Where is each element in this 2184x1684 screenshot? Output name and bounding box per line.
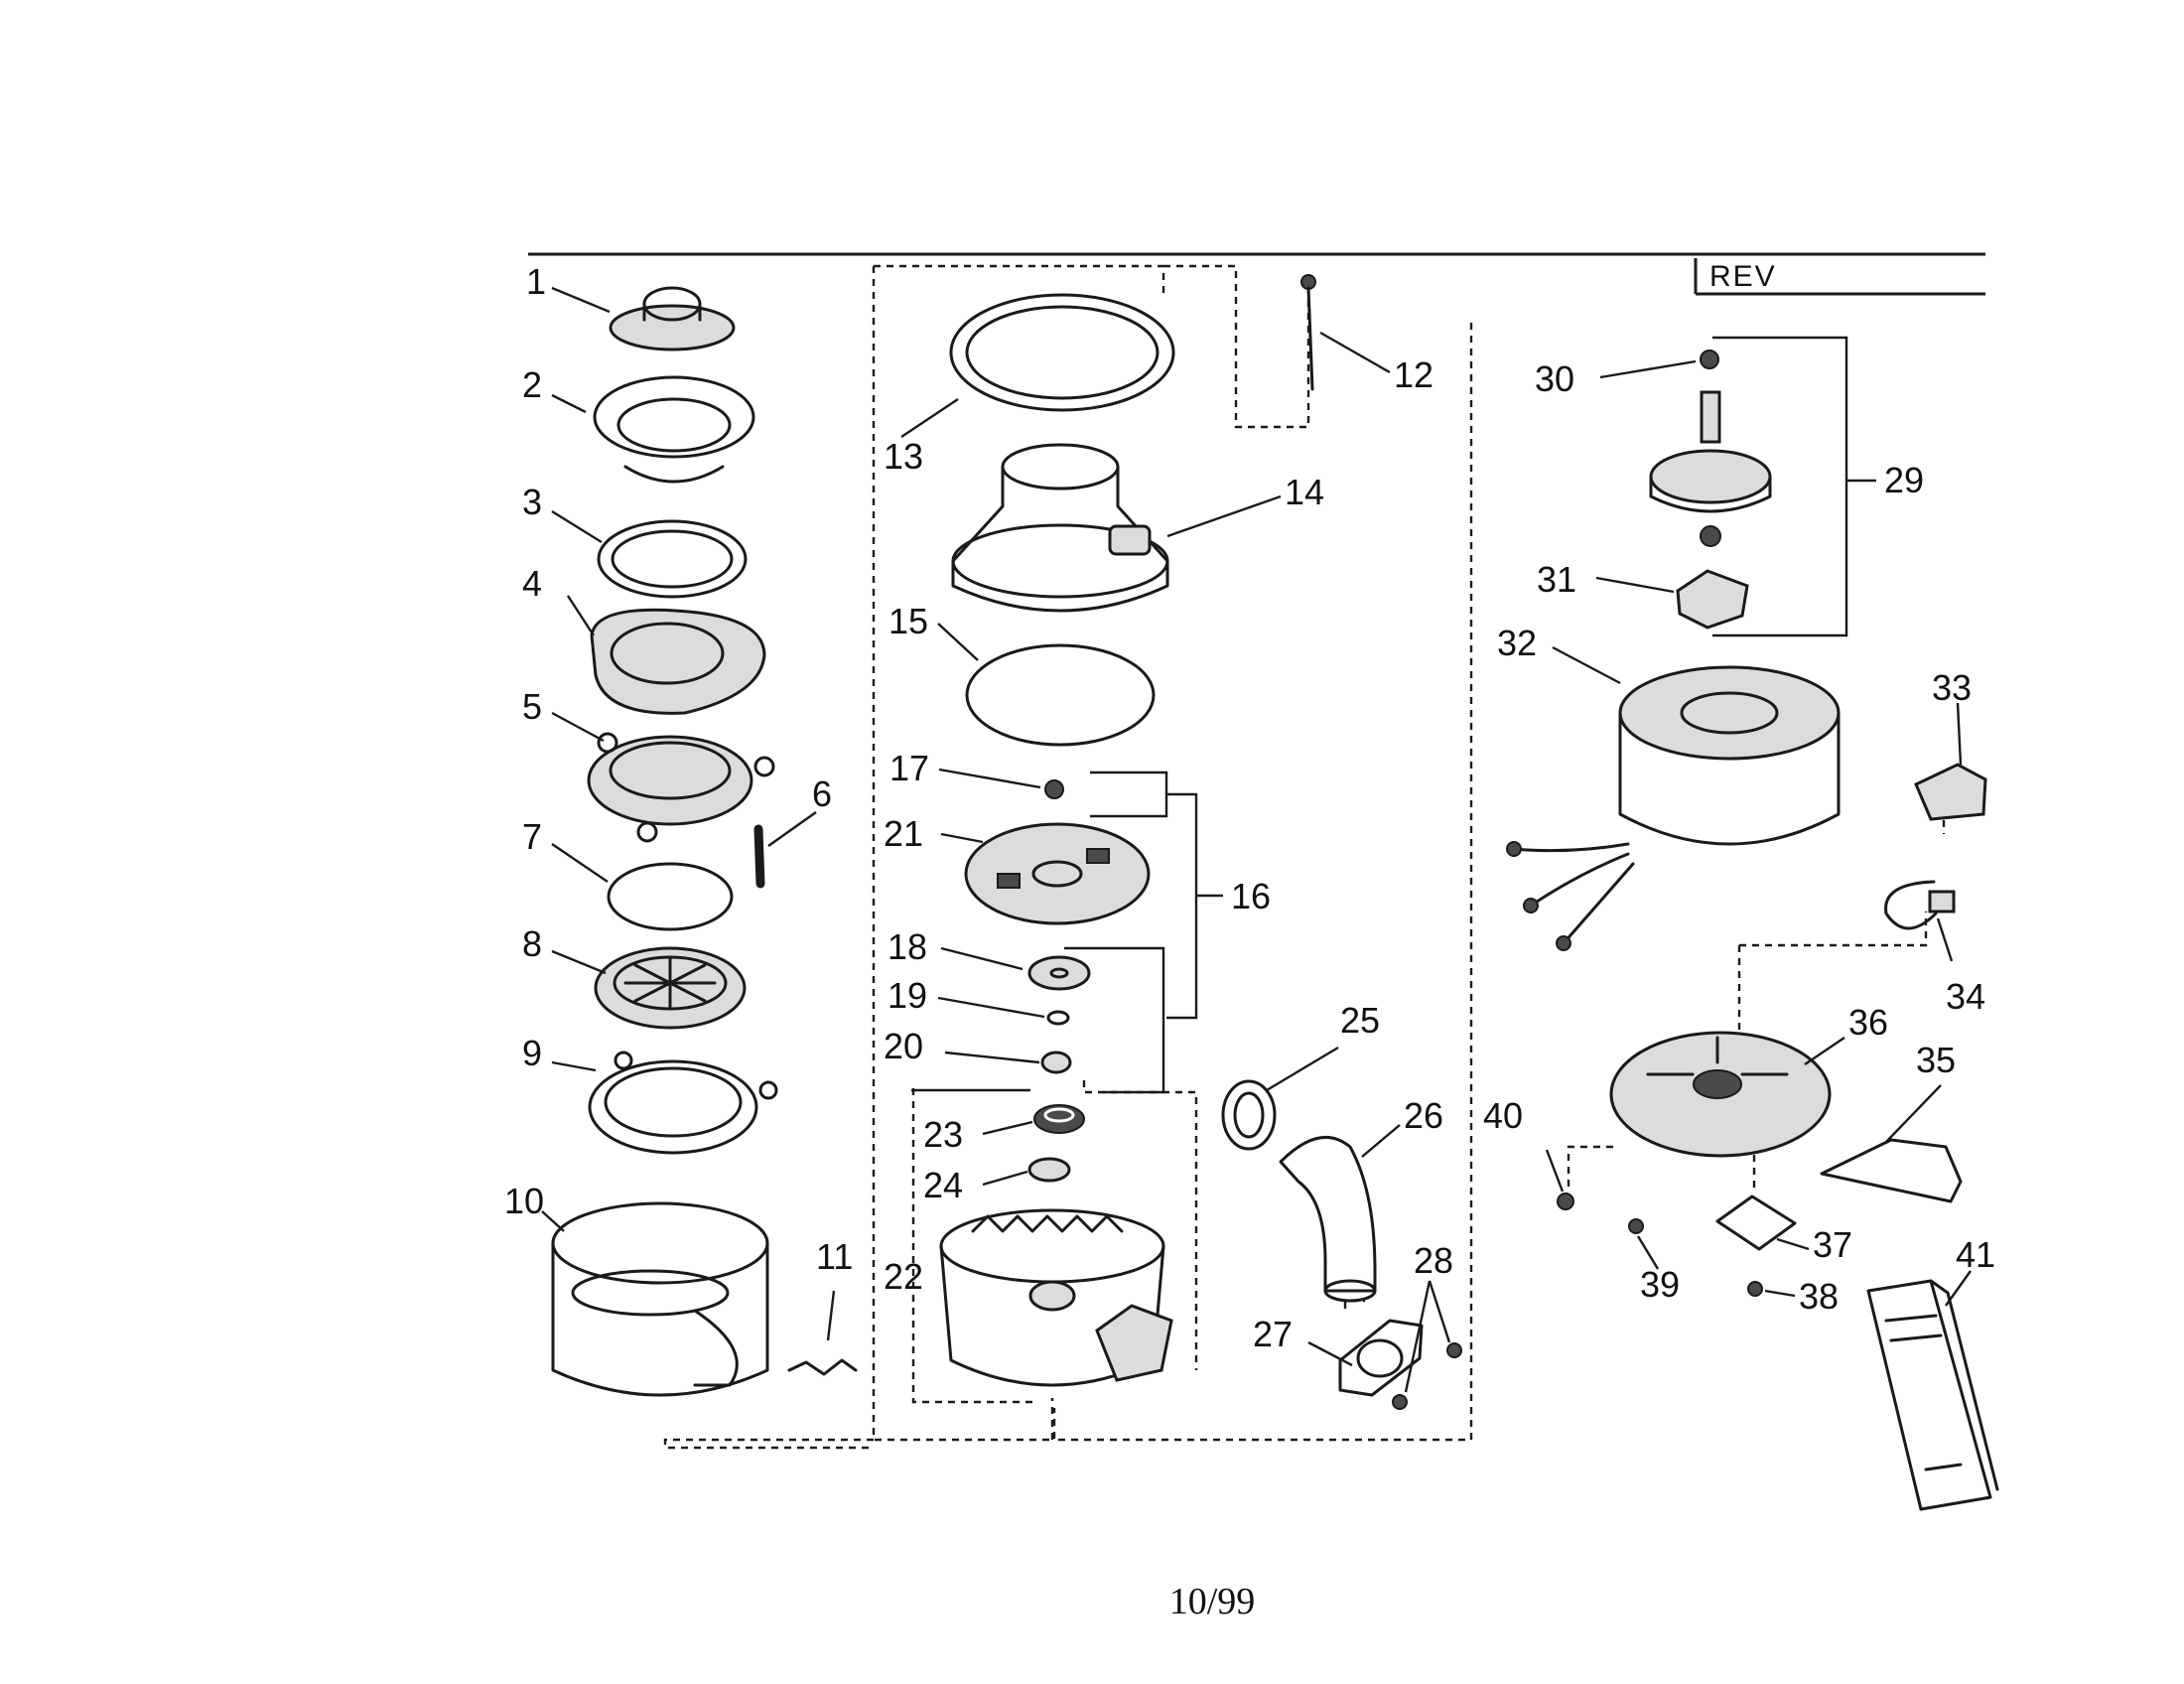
- part-3-gasket: [597, 519, 748, 599]
- callout-11: 11: [816, 1236, 853, 1277]
- callout-14: 14: [1285, 472, 1324, 512]
- part-39-screw: [1628, 1218, 1644, 1234]
- callout-6: 6: [812, 773, 832, 814]
- callout-2: 2: [522, 364, 542, 405]
- callout-22: 22: [884, 1256, 923, 1297]
- part-18-washer: [1027, 955, 1091, 991]
- part-32-stator: [1506, 665, 1841, 951]
- callout-8: 8: [522, 923, 542, 964]
- part-33-switch: [1914, 763, 1987, 821]
- callout-7: 7: [522, 816, 542, 857]
- callout-23: 23: [923, 1114, 963, 1155]
- part-9-mounting-ring: [588, 1051, 778, 1155]
- part-25-gasket: [1221, 1079, 1277, 1151]
- part-8-fiber-gasket: [594, 946, 747, 1030]
- part-12-bolt: [1300, 274, 1316, 391]
- solid-brackets: [911, 336, 1876, 1094]
- header-frame: REV: [528, 252, 1985, 296]
- callout-9: 9: [522, 1033, 542, 1073]
- callout-17: 17: [889, 748, 929, 788]
- callout-20: 20: [884, 1026, 923, 1066]
- callout-19: 19: [887, 975, 927, 1016]
- callouts: 1 2 3 4 5 6 7 8 9 10 11 12 13 14 15 16 1…: [504, 261, 1995, 1354]
- part-11-spring-clip: [787, 1358, 858, 1376]
- part-30-nut: [1700, 350, 1719, 369]
- callout-4: 4: [522, 563, 542, 604]
- part-37-label: [1715, 1194, 1797, 1251]
- rev-label: REV: [1709, 260, 1777, 293]
- callout-40: 40: [1483, 1095, 1523, 1136]
- part-21-flywheel: [964, 822, 1151, 925]
- part-14-hopper: [951, 443, 1169, 613]
- part-38-screw: [1747, 1281, 1763, 1297]
- callout-24: 24: [923, 1165, 963, 1205]
- callout-28: 28: [1414, 1240, 1453, 1281]
- part-20-slinger: [1040, 1051, 1072, 1074]
- callout-25: 25: [1340, 1000, 1380, 1041]
- callout-41: 41: [1956, 1234, 1995, 1275]
- page-number: 10/99: [1169, 1581, 1256, 1622]
- part-41-manual: [1866, 1279, 1999, 1511]
- part-29-rotor-assembly: [1649, 390, 1772, 547]
- callout-12: 12: [1394, 354, 1433, 395]
- callout-13: 13: [884, 436, 923, 477]
- callout-5: 5: [522, 686, 542, 727]
- part-17-nut: [1044, 779, 1064, 799]
- part-1-stopper: [609, 286, 736, 351]
- group-brackets: [663, 264, 1946, 1450]
- callout-3: 3: [522, 482, 542, 522]
- callout-27: 27: [1253, 1314, 1293, 1354]
- part-40-nut: [1557, 1193, 1574, 1210]
- part-5-mounting-ring: [587, 732, 775, 843]
- callout-32: 32: [1497, 623, 1537, 663]
- part-19-ring: [1046, 1010, 1070, 1026]
- part-2-sink-flange: [593, 375, 755, 484]
- callout-26: 26: [1404, 1095, 1443, 1136]
- callout-39: 39: [1640, 1264, 1680, 1305]
- callout-30: 30: [1535, 358, 1574, 399]
- callout-15: 15: [888, 601, 928, 641]
- part-22-grinding-chamber: [939, 1208, 1173, 1387]
- part-26-discharge-tube: [1279, 1135, 1377, 1303]
- part-24-washer: [1027, 1157, 1071, 1183]
- callout-31: 31: [1537, 559, 1576, 600]
- part-28-screws: [1392, 1342, 1462, 1410]
- callout-21: 21: [884, 813, 923, 854]
- part-7-snap-ring: [607, 862, 734, 931]
- callout-10: 10: [504, 1181, 544, 1221]
- part-4-backup-ring: [590, 608, 766, 715]
- callout-18: 18: [887, 926, 927, 967]
- leader-lines: [541, 286, 1972, 1393]
- part-23-seal: [1033, 1104, 1085, 1134]
- part-15-gasket: [965, 643, 1156, 747]
- part-36-end-bell: [1609, 1031, 1832, 1158]
- callout-33: 33: [1932, 667, 1972, 708]
- callout-38: 38: [1799, 1276, 1839, 1317]
- part-13-gasket: [949, 293, 1175, 412]
- part-35-baffle: [1820, 1138, 1963, 1203]
- callout-37: 37: [1813, 1224, 1852, 1265]
- callout-35: 35: [1916, 1040, 1956, 1080]
- callout-1: 1: [526, 261, 546, 302]
- part-27-flange: [1338, 1319, 1424, 1397]
- callout-36: 36: [1848, 1002, 1888, 1043]
- part-31-bearing-block: [1676, 569, 1749, 630]
- callout-29: 29: [1884, 460, 1924, 500]
- part-34-overload-protector: [1884, 880, 1956, 930]
- callout-34: 34: [1946, 976, 1985, 1017]
- callout-16: 16: [1231, 876, 1271, 916]
- part-6-screw: [753, 824, 765, 889]
- part-10-housing-shell: [551, 1201, 769, 1397]
